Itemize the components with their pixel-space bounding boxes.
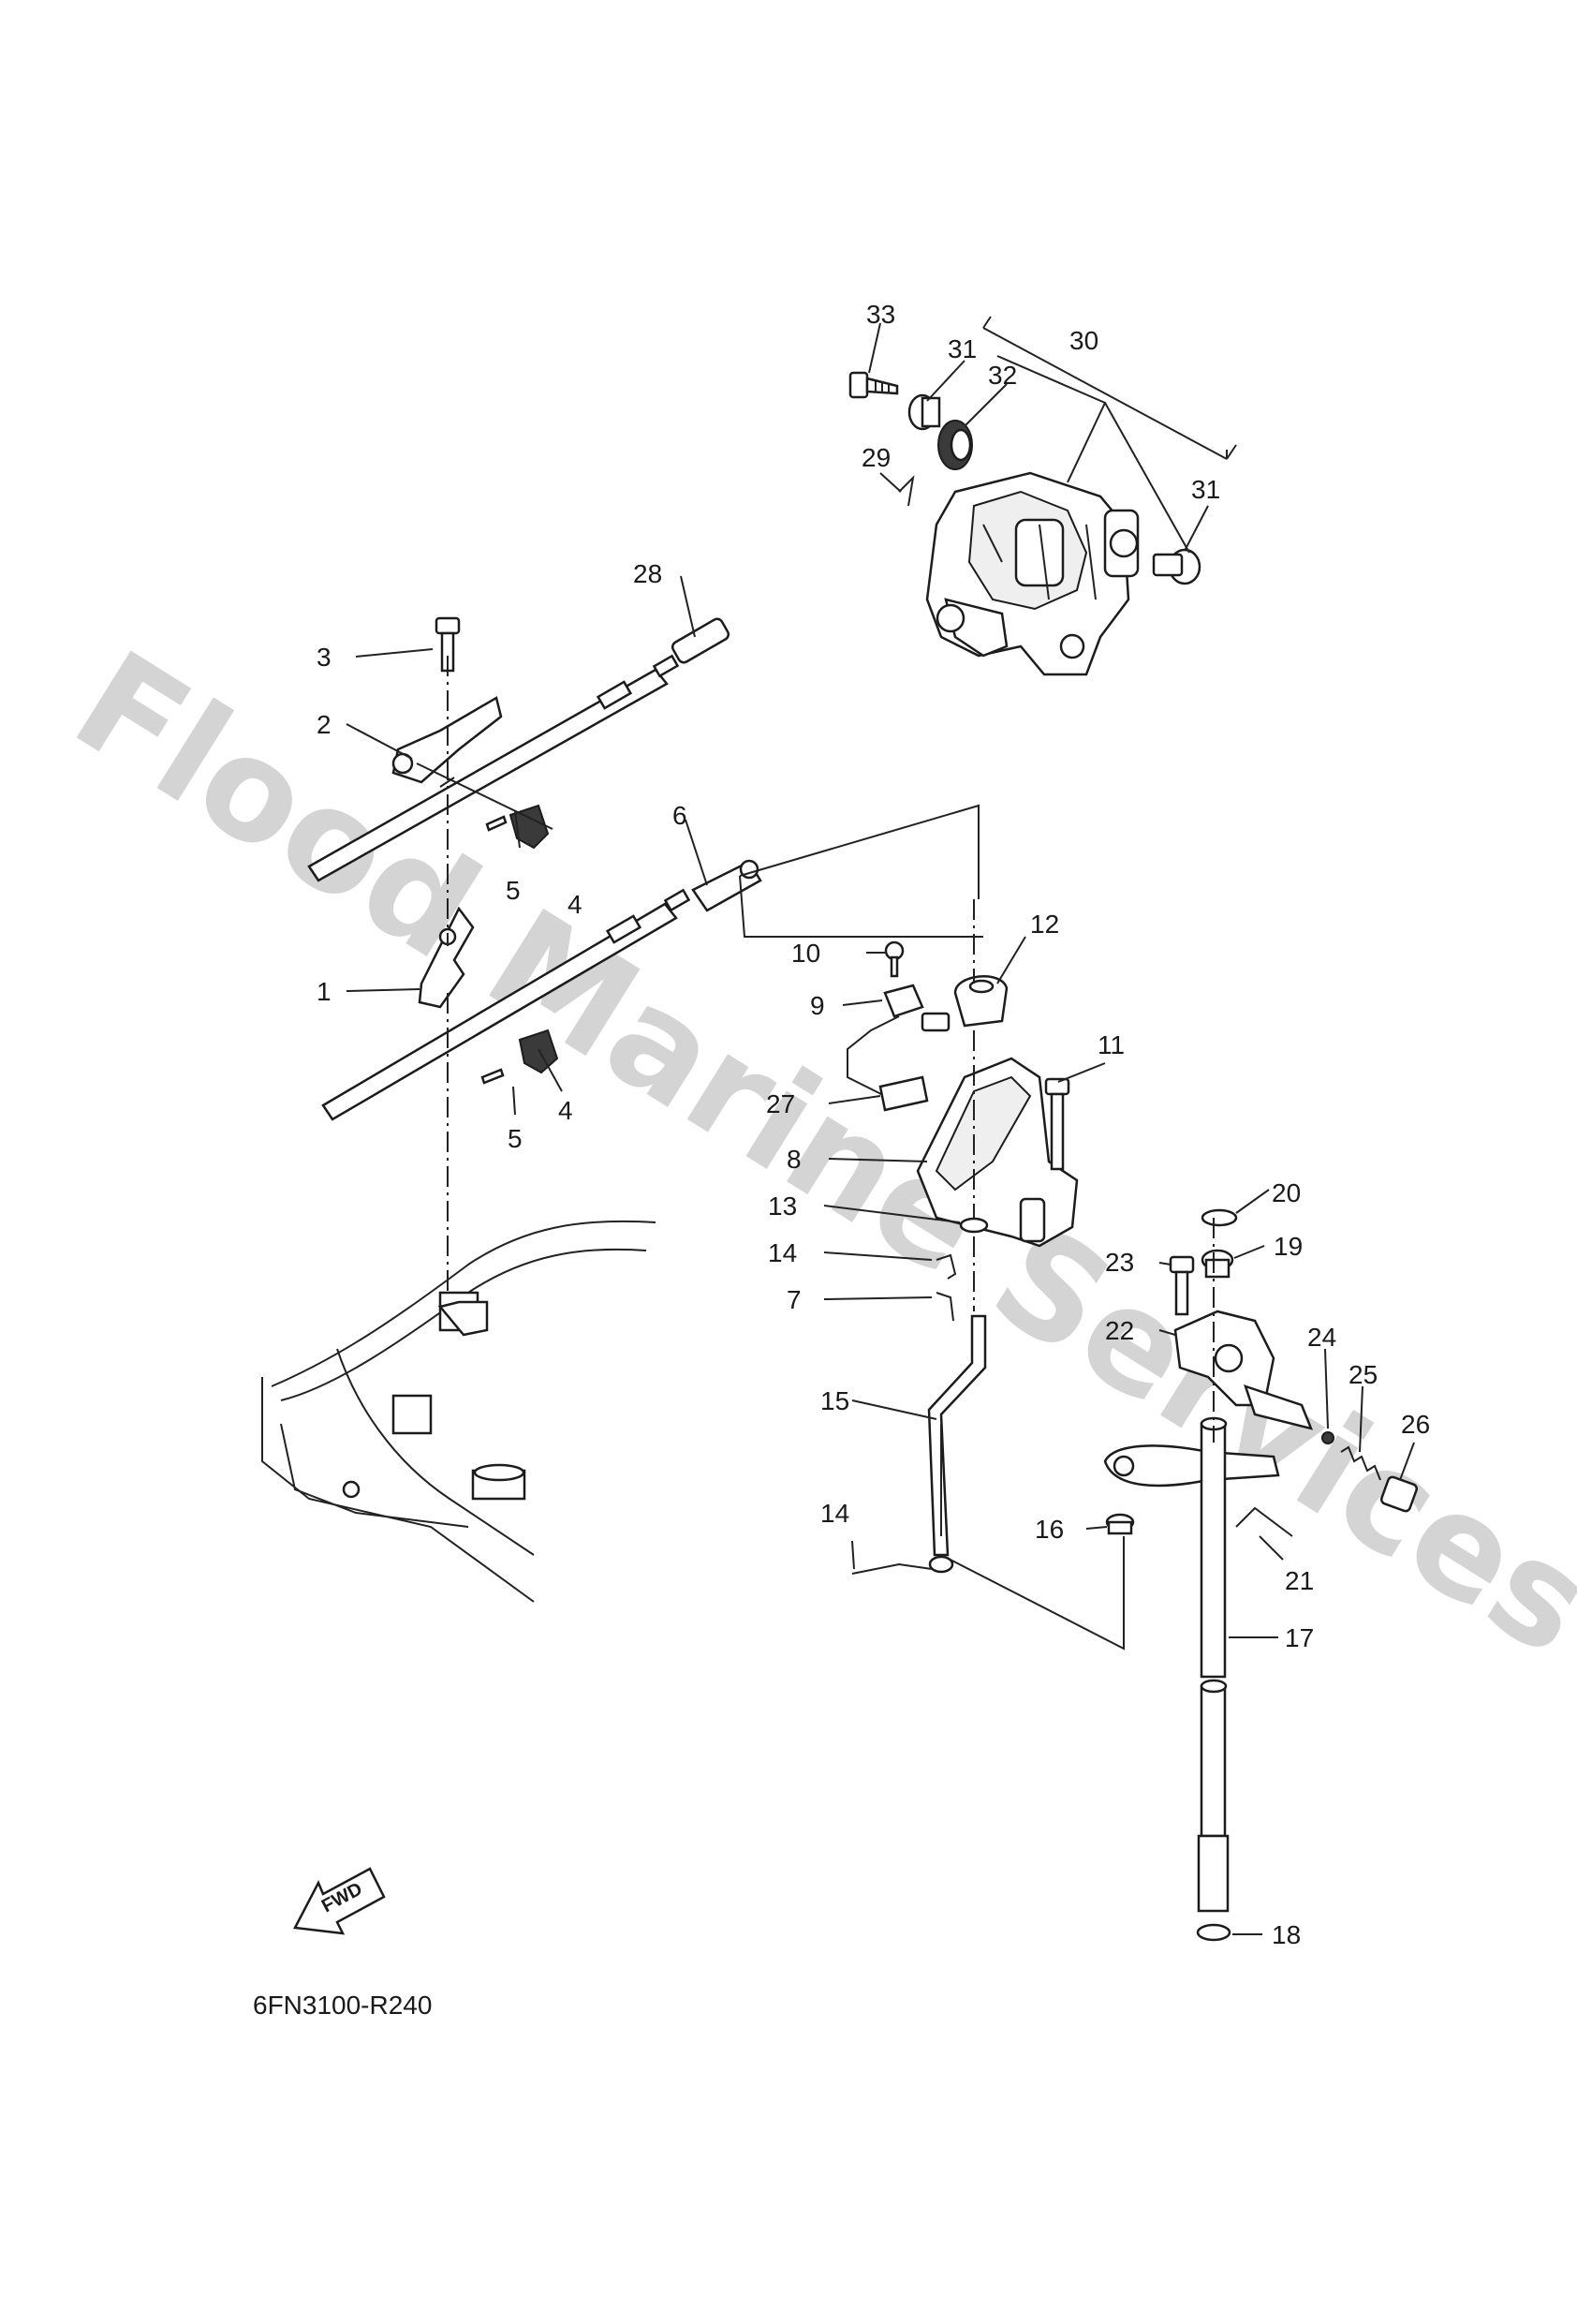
cap-part-12: [953, 975, 1009, 1028]
part-label-15: 15: [820, 1386, 849, 1415]
part-label-5-lower: 5: [508, 1124, 523, 1153]
part-label-32: 32: [988, 361, 1017, 390]
part-label-19: 19: [1274, 1232, 1303, 1261]
upper-cable: [307, 654, 680, 882]
clip-part-14-upper: [936, 1253, 957, 1280]
part-label-8: 8: [787, 1145, 802, 1174]
pin-part-7: [936, 1292, 954, 1322]
bolt-part-3: [435, 616, 461, 673]
part-label-28: 28: [633, 559, 662, 588]
bolt-part-11: [1044, 1077, 1070, 1171]
part-label-20: 20: [1272, 1178, 1301, 1207]
part-label-4-upper: 4: [567, 890, 582, 919]
part-label-33: 33: [866, 300, 895, 329]
pin-part-5-upper: [485, 815, 508, 832]
lever-part-22: [1173, 1310, 1314, 1430]
part-label-11: 11: [1098, 1030, 1125, 1059]
part-label-21: 21: [1285, 1566, 1314, 1595]
grommet-part-32: [937, 420, 973, 470]
clip-part-21: [1235, 1506, 1293, 1537]
engine-casing: [261, 1220, 656, 1603]
shaft-part-17: [1197, 1416, 1230, 1913]
part-label-1: 1: [317, 977, 332, 1006]
o-ring-part-18: [1196, 1923, 1231, 1942]
part-label-6: 6: [672, 801, 687, 830]
part-label-5-upper: 5: [506, 876, 521, 905]
collar-part-31-left: [907, 393, 941, 431]
shift-rod-part-15: [927, 1314, 987, 1574]
pin-part-29: [898, 475, 915, 507]
collar-part-16: [1105, 1513, 1135, 1535]
bushing-part-19: [1201, 1249, 1234, 1279]
part-label-29: 29: [862, 443, 891, 472]
part-label-17: 17: [1285, 1623, 1314, 1652]
clip-part-14-lower: [851, 1562, 933, 1575]
joint-part-28: [671, 617, 730, 664]
washer-part-20: [1201, 1208, 1238, 1227]
part-label-26: 26: [1401, 1410, 1430, 1439]
clip-part-4-lower: [518, 1029, 559, 1074]
part-label-3: 3: [317, 643, 332, 672]
part-label-13: 13: [768, 1192, 797, 1221]
lever-plate-part-17-top: [1103, 1444, 1280, 1488]
bracket-part-27: [878, 1075, 929, 1112]
plug-part-26: [1379, 1475, 1419, 1513]
part-label-27: 27: [766, 1089, 795, 1118]
part-label-30: 30: [1069, 326, 1098, 355]
bolt-part-10: [884, 940, 905, 978]
part-label-25: 25: [1349, 1360, 1378, 1389]
part-label-23: 23: [1105, 1248, 1134, 1277]
clip-part-4-upper: [508, 804, 550, 850]
ball-part-24: [1321, 1431, 1334, 1444]
washer-part-13: [959, 1217, 989, 1234]
fwd-arrow-icon: FWD: [293, 1867, 386, 1935]
spring-part-25: [1340, 1445, 1381, 1481]
watermark-text: Flood Marine Services: [48, 621, 1577, 1687]
part-label-9: 9: [810, 991, 825, 1020]
part-label-2: 2: [317, 710, 332, 739]
remote-control-unit: [925, 471, 1140, 676]
part-label-12: 12: [1030, 910, 1059, 939]
part-label-31-right: 31: [1191, 475, 1220, 504]
switch-part-9: [847, 984, 951, 1097]
part-label-22: 22: [1105, 1316, 1134, 1345]
collar-part-31-right: [1152, 548, 1201, 585]
part-label-16: 16: [1035, 1515, 1064, 1544]
part-label-31-left: 31: [948, 334, 977, 363]
part-label-14-upper: 14: [768, 1238, 797, 1267]
part-label-14-lower: 14: [820, 1499, 849, 1528]
part-label-7: 7: [787, 1285, 802, 1314]
lower-cable: [321, 888, 691, 1121]
pin-part-5-lower: [480, 1068, 505, 1085]
bolt-part-33: [848, 371, 899, 399]
shift-bracket-part-8: [916, 1057, 1079, 1248]
part-label-24: 24: [1307, 1323, 1336, 1352]
part-label-10: 10: [791, 939, 820, 968]
diagram-code: 6FN3100-R240: [253, 1991, 432, 2020]
joint-part-6: [691, 859, 762, 912]
part-label-4-lower: 4: [558, 1096, 573, 1125]
part-label-18: 18: [1272, 1920, 1301, 1949]
